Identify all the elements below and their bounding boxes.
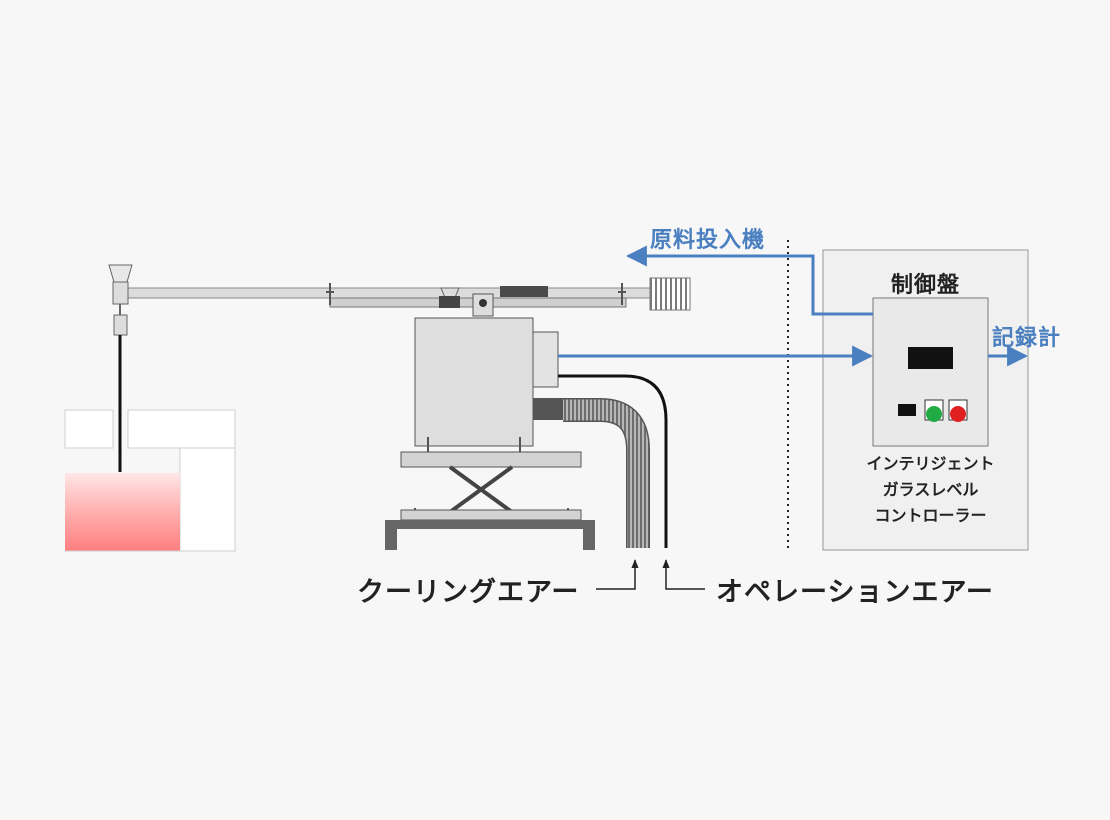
recorder-label: 記録計 [992, 326, 1062, 351]
probe-holder-funnel [108, 264, 133, 283]
controller-label: インテリジェント ガラスレベル コントローラー [843, 451, 1018, 529]
feeder-signal-arrow [625, 245, 873, 316]
red-lamp [950, 406, 966, 422]
controller-box [872, 297, 989, 447]
hoses [558, 374, 668, 548]
furnace [64, 409, 236, 552]
main-unit [414, 317, 563, 458]
cooling-air-label: クーリングエアー [357, 577, 580, 608]
controller-label-line1: インテリジェント [866, 454, 995, 473]
side-box [532, 331, 559, 388]
raw-material-feeder-label: 原料投入機 [650, 228, 766, 253]
base-leg-left [385, 520, 397, 550]
control-panel-label: 制御盤 [891, 273, 961, 298]
furnace-wall-top-right [127, 409, 236, 449]
upper-plate [400, 451, 582, 468]
lift-table [385, 451, 595, 550]
arm-block [500, 286, 548, 297]
horizontal-arm [127, 287, 659, 299]
main-box [414, 317, 534, 447]
probe-sleeve [113, 314, 128, 336]
cooling-air-leader [596, 559, 639, 590]
base-frame [385, 520, 595, 529]
cooling-fins [649, 277, 691, 311]
control-panel [822, 249, 1029, 551]
furnace-wall-top-left [64, 409, 114, 449]
molten-glass [65, 473, 180, 551]
probe-clamp [112, 281, 129, 305]
operation-air-leader [662, 559, 705, 590]
hose-connector [533, 398, 563, 420]
controller-label-line2: ガラスレベル [882, 480, 979, 499]
furnace-wall-right [179, 447, 236, 552]
controller-label-line3: コントローラー [874, 506, 987, 525]
power-switch [898, 404, 916, 416]
base-leg-right [583, 520, 595, 550]
green-lamp [926, 406, 942, 422]
controller-display [908, 347, 953, 369]
probe-arm [108, 264, 691, 472]
operation-air-label: オペレーションエアー [716, 577, 994, 608]
signal-lines [558, 245, 1029, 367]
lower-plate [400, 509, 582, 521]
operation-air-tube [558, 374, 668, 548]
